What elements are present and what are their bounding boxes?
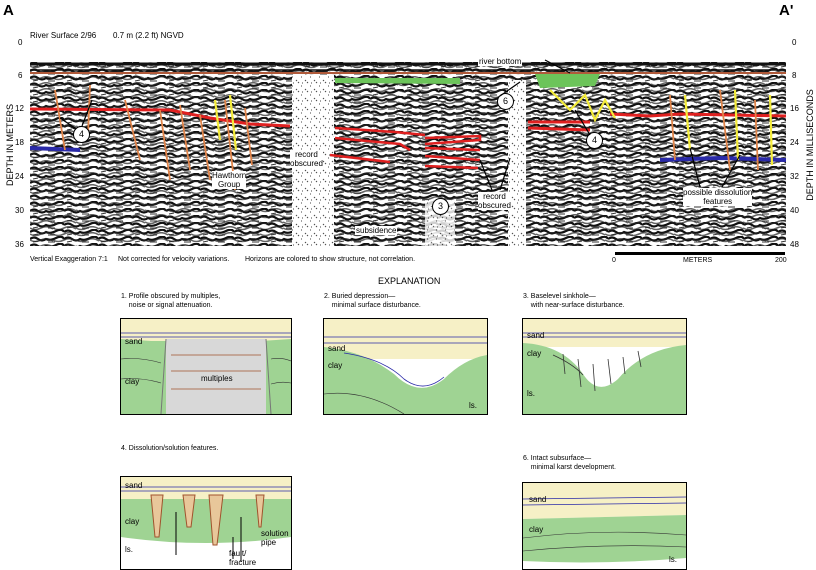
panel-6-sand: sand [529, 495, 547, 504]
subsidence-label: subsidence [355, 226, 398, 235]
callout-circle: 4 [586, 132, 603, 149]
section-left-label: A [3, 2, 14, 19]
panel-2-clay: clay [328, 361, 343, 370]
right-tick: 40 [790, 206, 799, 215]
panel-6-clay: clay [529, 525, 544, 534]
left-tick: 12 [15, 104, 24, 113]
panel-4-diagram: sand clay ls. fault/ fracture solution p… [120, 476, 292, 570]
possible-dissolution-label: possible dissolution features [683, 188, 753, 206]
panel-1-sand: sand [125, 337, 143, 346]
callout-circle: 6 [497, 93, 514, 110]
panel-2-svg [324, 319, 487, 414]
panel-2-caption: 2. Buried depression— minimal surface di… [324, 293, 421, 309]
panel-6-caption: 6. Intact subsurface— minimal karst deve… [523, 455, 616, 471]
panel-6-svg [523, 483, 686, 569]
callout-circle: 3 [432, 198, 449, 215]
panel-2-sand: sand [328, 344, 346, 353]
panel-4-fault: fault/ fracture [229, 549, 257, 567]
panel-6-ls: ls. [669, 555, 677, 564]
velocity-note: Not corrected for velocity variations. [118, 256, 230, 263]
panel-3-clay: clay [527, 349, 542, 358]
panel-2-ls: ls. [469, 401, 477, 410]
panel-2-diagram: sand clay ls. [323, 318, 488, 415]
left-tick: 6 [18, 71, 23, 80]
panel-4-clay: clay [125, 517, 140, 526]
left-tick: 36 [15, 240, 24, 249]
panel-1-diagram: sand clay multiples [120, 318, 292, 415]
scale-bar [615, 252, 785, 255]
scale-label: METERS [683, 257, 713, 264]
panel-4-sand: sand [125, 481, 143, 490]
panel-1-clay: clay [125, 377, 140, 386]
right-tick: 24 [790, 138, 799, 147]
panel-3-ls: ls. [527, 389, 535, 398]
explanation-title: EXPLANATION [378, 276, 441, 286]
scale-start: 0 [612, 257, 616, 264]
seismic-profile [30, 40, 786, 246]
river-surface-label: River Surface 2/96 [30, 31, 97, 40]
panel-1-svg [121, 319, 291, 414]
panel-6-diagram: sand clay ls. [522, 482, 687, 570]
left-tick: 24 [15, 172, 24, 181]
panel-4-svg [121, 477, 291, 569]
hawthorn-group-label: Hawthorn Group [212, 171, 247, 189]
record-obscured-label-2: record obscured [478, 192, 511, 210]
river-bottom-label: river bottom [478, 57, 523, 66]
record-obscured-label-1: record obscured [290, 150, 323, 168]
scale-end: 200 [775, 257, 787, 264]
panel-3-caption: 3. Baselevel sinkhole— with near-surface… [523, 293, 625, 309]
left-tick: 0 [18, 38, 23, 47]
datum-label: 0.7 m (2.2 ft) NGVD [113, 31, 184, 40]
callout-arrows [59, 59, 741, 191]
panel-1-multiples: multiples [201, 374, 233, 383]
panel-4-ls: ls. [125, 545, 133, 554]
right-tick: 32 [790, 172, 799, 181]
panel-3-sand: sand [527, 331, 545, 340]
vertical-exaggeration-note: Vertical Exaggeration 7:1 [30, 256, 108, 263]
panel-1-caption: 1. Profile obscured by multiples, noise … [121, 293, 221, 309]
right-tick: 48 [790, 240, 799, 249]
left-tick: 30 [15, 206, 24, 215]
panel-3-svg [523, 319, 686, 414]
horizons-note: Horizons are colored to show structure, … [245, 256, 416, 263]
right-tick: 0 [792, 38, 797, 47]
callout-circle: 4 [73, 126, 90, 143]
right-tick: 8 [792, 71, 797, 80]
panel-3-diagram: sand clay ls. [522, 318, 687, 415]
left-tick: 18 [15, 138, 24, 147]
panel-4-caption: 4. Dissolution/solution features. [121, 445, 219, 452]
right-tick: 16 [790, 104, 799, 113]
panel-4-pipe: solution pipe [261, 529, 289, 547]
section-right-label: A' [779, 2, 794, 19]
